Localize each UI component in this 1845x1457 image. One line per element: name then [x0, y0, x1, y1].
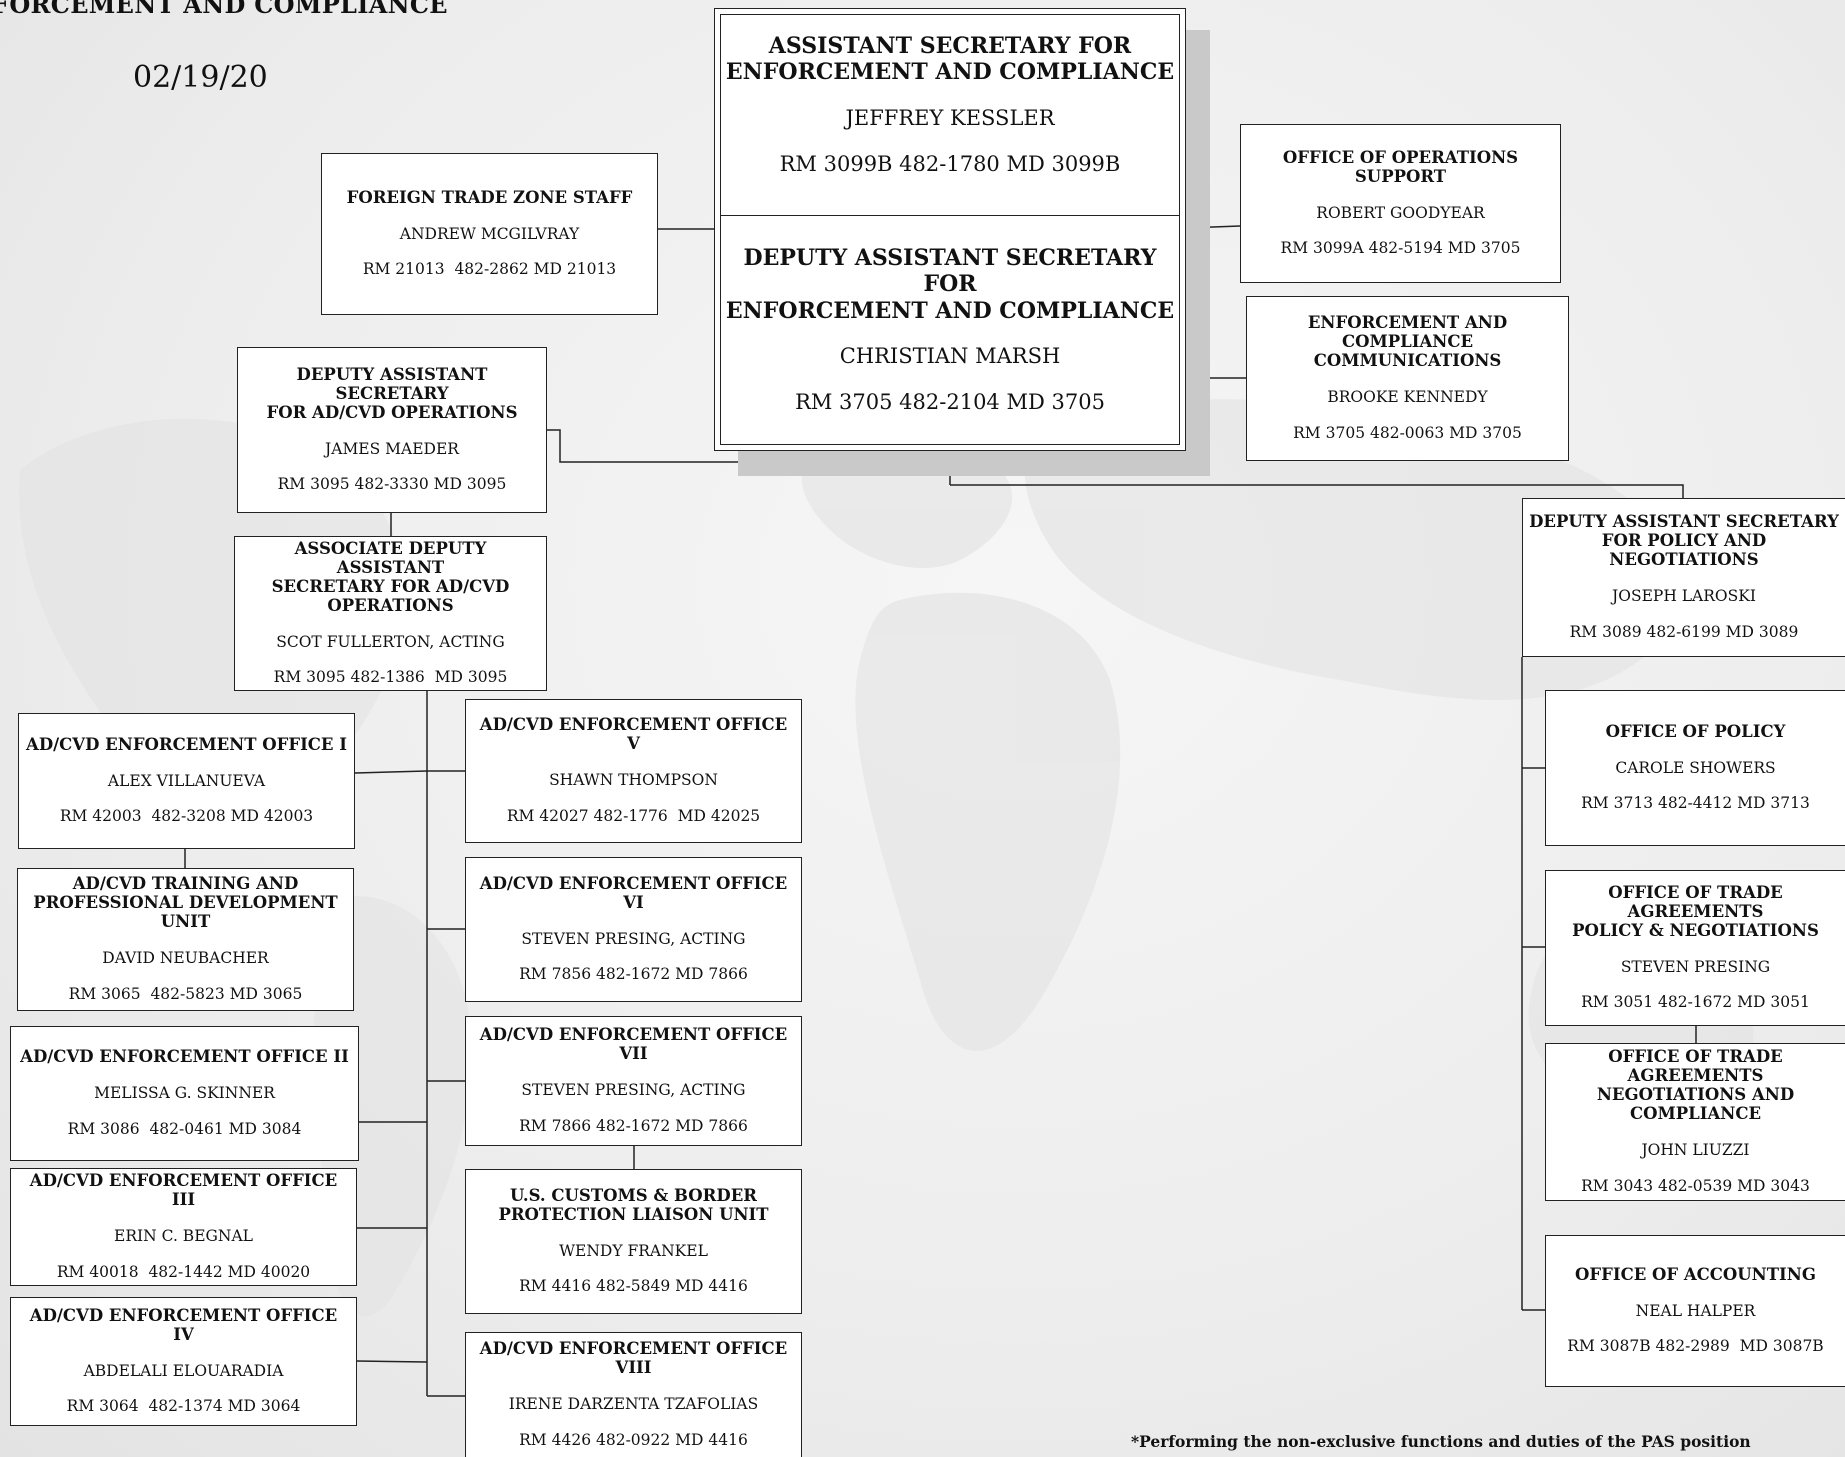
box-room: RM 3095 482-1386 MD 3095	[273, 668, 508, 687]
assistant-secretary-section: ASSISTANT SECRETARY FOR ENFORCEMENT AND …	[721, 33, 1179, 176]
box-title: OFFICE OF ACCOUNTING	[1575, 1264, 1816, 1284]
box-room: RM 42027 482-1776 MD 42025	[506, 806, 761, 825]
box-name: STEVEN PRESING, ACTING	[521, 929, 746, 948]
box-room: RM 3064 482-1374 MD 3064	[66, 1397, 301, 1416]
box-title: AD/CVD TRAINING AND PROFESSIONAL DEVELOP…	[33, 874, 338, 932]
deputy-assistant-secretary-section: DEPUTY ASSISTANT SECRETARY FOR ENFORCEME…	[721, 245, 1179, 414]
box-name: ANDREW MCGILVRAY	[399, 224, 580, 243]
box-communications: ENFORCEMENT AND COMPLIANCE COMMUNICATION…	[1246, 296, 1569, 461]
box-name: DAVID NEUBACHER	[102, 949, 269, 968]
box-training-unit: AD/CVD TRAINING AND PROFESSIONAL DEVELOP…	[17, 868, 354, 1011]
box-name: ALEX VILLANUEVA	[107, 771, 266, 790]
box-associate-das-adcvd: ASSOCIATE DEPUTY ASSISTANT SECRETARY FOR…	[234, 536, 547, 691]
box-room: RM 3087B 482-2989 MD 3087B	[1567, 1337, 1824, 1356]
box-cbp-liaison-unit: U.S. CUSTOMS & BORDER PROTECTION LIAISON…	[465, 1169, 802, 1314]
box-title: AD/CVD ENFORCEMENT OFFICE VII	[479, 1025, 788, 1064]
footnote: *Performing the non-exclusive functions …	[1131, 1432, 1751, 1451]
box-title: AD/CVD ENFORCEMENT OFFICE IV	[29, 1305, 338, 1344]
box-room: RM 7866 482-1672 MD 7866	[519, 1116, 748, 1135]
box-room: RM 3043 482-0539 MD 3043	[1581, 1176, 1810, 1195]
box-trade-agreements-policy: OFFICE OF TRADE AGREEMENTS POLICY & NEGO…	[1545, 870, 1845, 1026]
box-operations-support: OFFICE OF OPERATIONS SUPPORT ROBERT GOOD…	[1240, 124, 1561, 283]
leadership-divider	[721, 215, 1179, 216]
box-name: IRENE DARZENTA TZAFOLIAS	[508, 1395, 759, 1414]
box-room: RM 3086 482-0461 MD 3084	[67, 1119, 302, 1138]
leadership-box-inner: ASSISTANT SECRETARY FOR ENFORCEMENT AND …	[720, 14, 1180, 445]
box-name: CAROLE SHOWERS	[1615, 758, 1776, 777]
box-enforcement-office-3: AD/CVD ENFORCEMENT OFFICE III ERIN C. BE…	[10, 1168, 357, 1286]
assistant-secretary-name: JEFFREY KESSLER	[845, 105, 1055, 130]
box-title: U.S. CUSTOMS & BORDER PROTECTION LIAISON…	[498, 1185, 769, 1224]
box-name: STEVEN PRESING, ACTING	[521, 1081, 746, 1100]
box-room: RM 40018 482-1442 MD 40020	[56, 1262, 311, 1281]
box-name: SCOT FULLERTON, ACTING	[276, 632, 505, 651]
box-name: JOSEPH LAROSKI	[1612, 587, 1756, 606]
box-room: RM 4416 482-5849 MD 4416	[519, 1277, 748, 1296]
box-enforcement-office-1: AD/CVD ENFORCEMENT OFFICE I ALEX VILLANU…	[18, 713, 355, 849]
box-title: AD/CVD ENFORCEMENT OFFICE I	[26, 734, 347, 754]
box-title: ASSOCIATE DEPUTY ASSISTANT SECRETARY FOR…	[271, 538, 510, 615]
box-name: BROOKE KENNEDY	[1327, 388, 1488, 407]
box-title: OFFICE OF OPERATIONS SUPPORT	[1282, 147, 1519, 186]
box-title: OFFICE OF TRADE AGREEMENTS POLICY & NEGO…	[1572, 882, 1819, 940]
box-title: OFFICE OF POLICY	[1605, 721, 1786, 741]
box-room: RM 7856 482-1672 MD 7866	[519, 965, 748, 984]
box-room: RM 3705 482-0063 MD 3705	[1293, 423, 1522, 442]
box-enforcement-office-5: AD/CVD ENFORCEMENT OFFICE V SHAWN THOMPS…	[465, 699, 802, 843]
deputy-assistant-secretary-room: RM 3705 482-2104 MD 3705	[795, 390, 1105, 415]
box-name: MELISSA G. SKINNER	[94, 1084, 275, 1103]
box-title: ENFORCEMENT AND COMPLIANCE COMMUNICATION…	[1307, 313, 1508, 371]
box-name: WENDY FRANKEL	[559, 1241, 708, 1260]
box-room: RM 3065 482-5823 MD 3065	[68, 984, 303, 1003]
box-name: NEAL HALPER	[1635, 1301, 1756, 1320]
box-name: JAMES MAEDER	[325, 439, 459, 458]
box-title: AD/CVD ENFORCEMENT OFFICE VIII	[479, 1339, 788, 1378]
box-room: RM 3095 482-3330 MD 3095	[277, 475, 507, 494]
box-name: SHAWN THOMPSON	[549, 771, 718, 790]
box-room: RM 21013 482-2862 MD 21013	[362, 260, 617, 279]
box-title: AD/CVD ENFORCEMENT OFFICE VI	[479, 873, 788, 912]
box-room: RM 42003 482-3208 MD 42003	[59, 807, 314, 826]
assistant-secretary-title: ASSISTANT SECRETARY FOR ENFORCEMENT AND …	[725, 33, 1175, 86]
box-office-of-policy: OFFICE OF POLICY CAROLE SHOWERS RM 3713 …	[1545, 690, 1845, 846]
chart-date: 02/19/20	[133, 60, 268, 95]
deputy-assistant-secretary-title: DEPUTY ASSISTANT SECRETARY FOR ENFORCEME…	[725, 245, 1175, 324]
deputy-assistant-secretary-name: CHRISTIAN MARSH	[839, 344, 1061, 369]
box-title: AD/CVD ENFORCEMENT OFFICE V	[479, 715, 788, 754]
assistant-secretary-room: RM 3099B 482-1780 MD 3099B	[779, 151, 1121, 176]
box-room: RM 3713 482-4412 MD 3713	[1581, 794, 1810, 813]
box-name: ERIN C. BEGNAL	[114, 1227, 253, 1246]
box-name: ROBERT GOODYEAR	[1316, 203, 1485, 222]
chart-heading: FORCEMENT AND COMPLIANCE	[0, 0, 448, 19]
box-office-of-accounting: OFFICE OF ACCOUNTING NEAL HALPER RM 3087…	[1545, 1235, 1845, 1387]
box-enforcement-office-8: AD/CVD ENFORCEMENT OFFICE VIII IRENE DAR…	[465, 1332, 802, 1457]
box-title: OFFICE OF TRADE AGREEMENTS NEGOTIATIONS …	[1596, 1047, 1795, 1124]
box-enforcement-office-4: AD/CVD ENFORCEMENT OFFICE IV ABDELALI EL…	[10, 1297, 357, 1426]
box-enforcement-office-2: AD/CVD ENFORCEMENT OFFICE II MELISSA G. …	[10, 1026, 359, 1161]
leadership-box: ASSISTANT SECRETARY FOR ENFORCEMENT AND …	[714, 8, 1186, 451]
box-title: AD/CVD ENFORCEMENT OFFICE III	[29, 1171, 338, 1210]
box-title: DEPUTY ASSISTANT SECRETARY FOR AD/CVD OP…	[266, 364, 518, 422]
box-trade-agreements-compliance: OFFICE OF TRADE AGREEMENTS NEGOTIATIONS …	[1545, 1043, 1845, 1201]
box-name: JOHN LIUZZI	[1641, 1141, 1750, 1160]
box-das-policy-negotiations: DEPUTY ASSISTANT SECRETARY FOR POLICY AN…	[1522, 498, 1845, 657]
box-enforcement-office-6: AD/CVD ENFORCEMENT OFFICE VI STEVEN PRES…	[465, 857, 802, 1002]
box-room: RM 3099A 482-5194 MD 3705	[1280, 239, 1521, 258]
box-name: STEVEN PRESING	[1620, 957, 1771, 976]
box-room: RM 4426 482-0922 MD 4416	[519, 1430, 748, 1449]
box-title: DEPUTY ASSISTANT SECRETARY FOR POLICY AN…	[1529, 512, 1839, 570]
box-title: FOREIGN TRADE ZONE STAFF	[346, 187, 633, 207]
box-room: RM 3051 482-1672 MD 3051	[1581, 993, 1810, 1012]
box-enforcement-office-7: AD/CVD ENFORCEMENT OFFICE VII STEVEN PRE…	[465, 1016, 802, 1146]
box-room: RM 3089 482-6199 MD 3089	[1569, 622, 1799, 641]
box-name: ABDELALI ELOUARADIA	[83, 1361, 284, 1380]
box-foreign-trade-zone: FOREIGN TRADE ZONE STAFF ANDREW MCGILVRA…	[321, 153, 658, 315]
box-title: AD/CVD ENFORCEMENT OFFICE II	[20, 1047, 349, 1067]
box-das-adcvd-operations: DEPUTY ASSISTANT SECRETARY FOR AD/CVD OP…	[237, 347, 547, 513]
